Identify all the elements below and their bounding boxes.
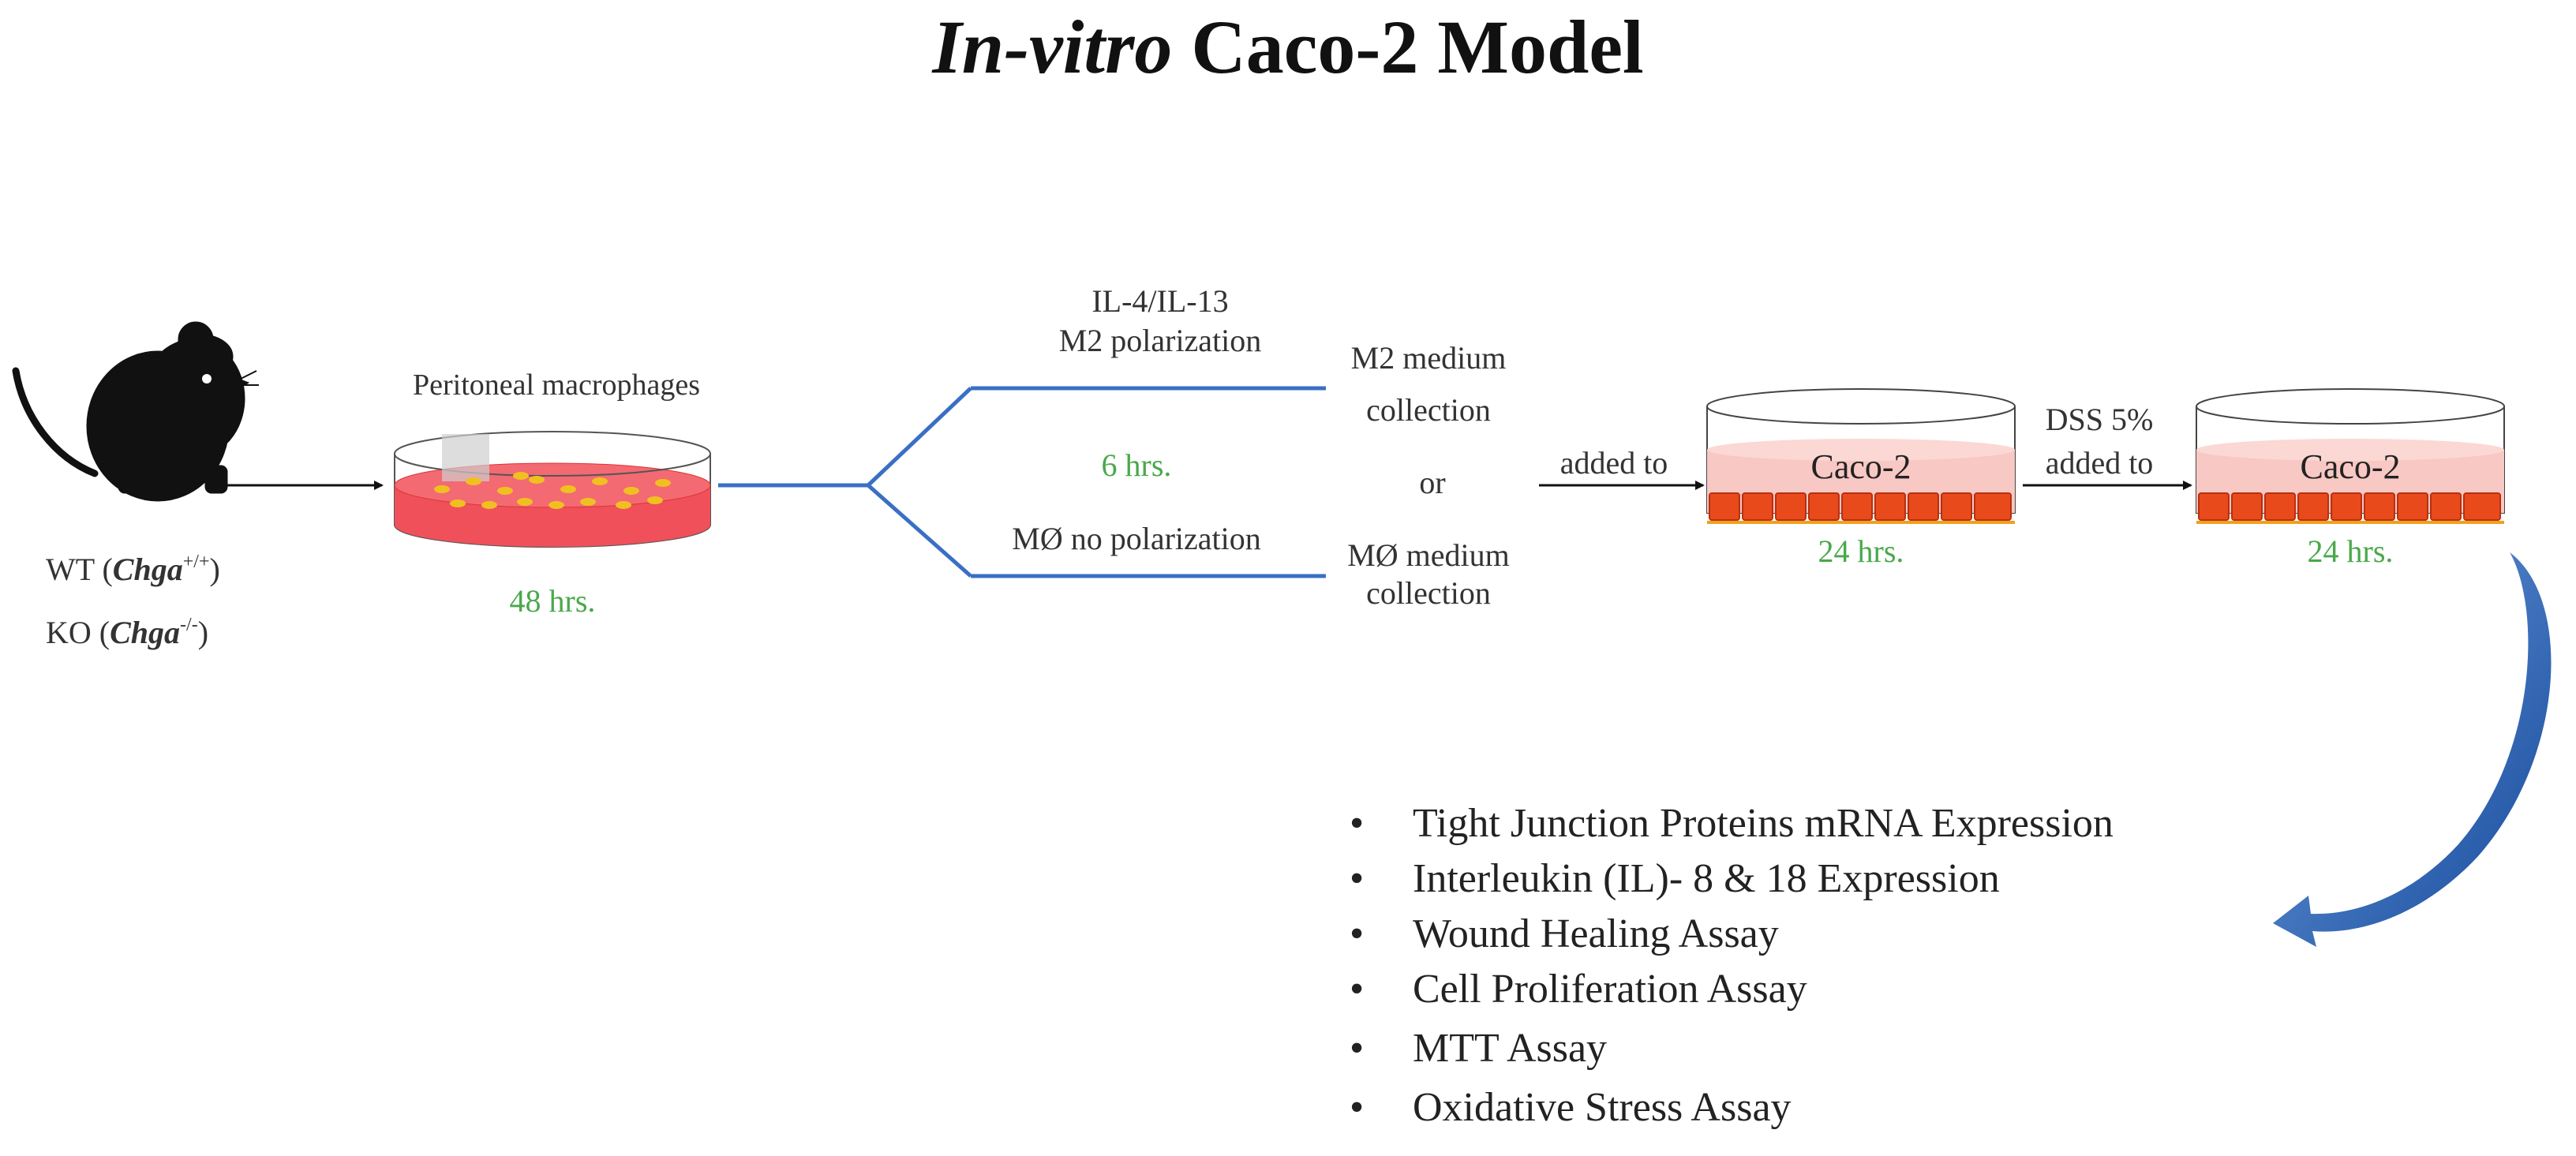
- bullet-icon: •: [1350, 911, 1364, 956]
- petri-dish-icon: [394, 431, 711, 548]
- bullet-icon: •: [1350, 967, 1364, 1012]
- outcome-item: Wound Healing Assay: [1413, 911, 1779, 956]
- polarization-upper-line2: M2 polarization: [1059, 323, 1262, 358]
- mo-medium-line2: collection: [1366, 575, 1491, 611]
- outcome-item: Tight Junction Proteins mRNA Expression: [1413, 801, 2114, 846]
- mo-medium-line1: MØ medium: [1347, 537, 1510, 573]
- caco2-time-1: 24 hrs.: [1818, 533, 1904, 569]
- m2-medium-line2: collection: [1366, 392, 1491, 428]
- outcome-item: Cell Proliferation Assay: [1413, 967, 1807, 1012]
- branch-lines: [718, 386, 1326, 578]
- polarization-time: 6 hrs.: [1102, 447, 1172, 483]
- added-to-label-1: added to: [1560, 445, 1668, 481]
- bullet-icon: •: [1350, 801, 1364, 846]
- caco2-label-2: Caco-2: [2300, 447, 2400, 486]
- caco2-dish-1-icon: [1706, 388, 2016, 524]
- ko-label: KO (Chga-/-): [46, 615, 208, 650]
- bullet-icon: •: [1350, 1085, 1364, 1130]
- macrophages-time: 48 hrs.: [510, 583, 596, 619]
- bullet-icon: •: [1350, 1026, 1364, 1071]
- macrophages-label: Peritoneal macrophages: [413, 368, 700, 402]
- mouse-eye: [202, 374, 212, 383]
- caco2-label-1: Caco-2: [1810, 447, 1911, 486]
- m2-medium-line1: M2 medium: [1351, 340, 1507, 376]
- bullet-icon: •: [1350, 856, 1364, 901]
- polarization-upper-line1: IL-4/IL-13: [1091, 283, 1228, 319]
- wt-label: WT (Chga+/+): [46, 552, 220, 587]
- caco2-dish-2-icon: [2196, 388, 2505, 524]
- caco2-time-2: 24 hrs.: [2308, 533, 2394, 569]
- dss-label: DSS 5%: [2046, 402, 2154, 437]
- added-to-label-2: added to: [2046, 445, 2154, 481]
- outcome-item: MTT Assay: [1413, 1026, 1607, 1071]
- polarization-lower: MØ no polarization: [1012, 521, 1261, 556]
- outcome-item: Oxidative Stress Assay: [1413, 1085, 1792, 1130]
- or-label: or: [1419, 465, 1445, 500]
- curved-arrow-icon: [2273, 552, 2552, 947]
- mouse-icon: [12, 321, 259, 502]
- outcome-item: Interleukin (IL)- 8 & 18 Expression: [1413, 856, 2000, 901]
- outcome-list: • Tight Junction Proteins mRNA Expressio…: [1350, 801, 2114, 1130]
- diagram-title: In-vitro Caco-2 Model: [931, 5, 1643, 89]
